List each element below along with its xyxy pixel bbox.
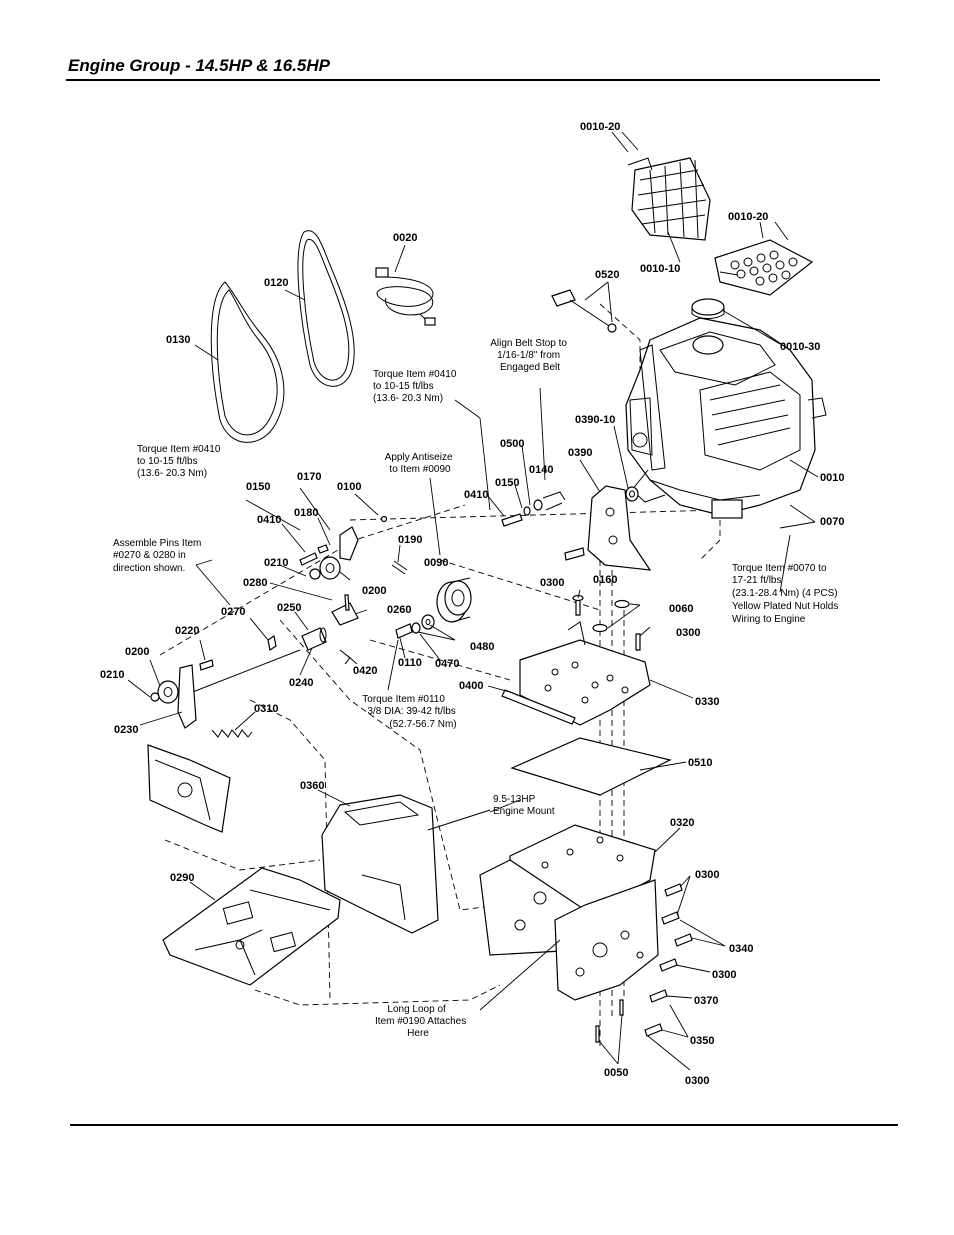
note-align-belt-stop: Align Belt Stop to 1/16-1/8" from Engage… <box>490 338 570 373</box>
note-torque-0070: Torque Item #0070 to 17-21 ft/lbs (23.1-… <box>732 563 841 625</box>
engine-mount-0320 <box>479 824 659 1001</box>
callout: 0370 <box>694 995 718 1007</box>
callout: 0090 <box>424 557 448 569</box>
callout: 0010-20 <box>580 121 620 133</box>
callout: 0510 <box>688 757 712 769</box>
pulley-0090 <box>436 577 472 623</box>
pins-and-bushings <box>301 594 435 665</box>
note-engine-mount: 9.5-13HP Engine Mount <box>493 794 555 817</box>
callout: 0260 <box>387 604 411 616</box>
assembly-notes: Align Belt Stop to 1/16-1/8" from Engage… <box>113 338 841 1039</box>
note-antiseize: Apply Antiseize to Item #0090 <box>385 452 456 475</box>
note-assemble-pins: Assemble Pins Item #0270 & 0280 in direc… <box>113 538 204 574</box>
callout: 0300 <box>676 627 700 639</box>
callout: 0010 <box>820 472 844 484</box>
callout: 0230 <box>114 724 138 736</box>
side-bolts <box>595 883 693 1043</box>
callout: 0240 <box>289 677 313 689</box>
callout: 0290 <box>170 872 194 884</box>
callout: 0300 <box>712 969 736 981</box>
callout: 0250 <box>277 602 301 614</box>
callout: 0200 <box>125 646 149 658</box>
idler-arm-assembly <box>299 515 408 580</box>
note-torque-0410-lower: Torque Item #0410 to 10-15 ft/lbs (13.6-… <box>137 444 223 479</box>
callout: 0130 <box>166 334 190 346</box>
callout: 0200 <box>362 585 386 597</box>
gasket-0510 <box>510 737 672 796</box>
note-torque-0410-upper: Torque Item #0410 to 10-15 ft/lbs (13.6-… <box>373 369 459 404</box>
callout: 0390 <box>568 447 592 459</box>
part-callouts: 0010-20 0010-20 0010-10 0010-30 0020 012… <box>100 121 844 1087</box>
callout: 0500 <box>500 438 524 450</box>
rod-0400 <box>501 689 576 725</box>
heat-shield-plate <box>714 239 814 296</box>
callout: 0050 <box>604 1067 628 1079</box>
callout: 0270 <box>221 606 245 618</box>
callout: 0070 <box>820 516 844 528</box>
callout: 0300 <box>540 577 564 589</box>
callout: 0110 <box>398 657 422 669</box>
callout: 0310 <box>254 703 278 715</box>
callout: 0340 <box>729 943 753 955</box>
header-rule <box>66 79 880 81</box>
callout: 0300 <box>695 869 719 881</box>
callout: 0410 <box>464 489 488 501</box>
belt-cover-0360 <box>321 794 491 934</box>
callout: 0350 <box>690 1035 714 1047</box>
callout: 0520 <box>595 269 619 281</box>
callout: 0180 <box>294 507 318 519</box>
note-torque-0110: Torque Item #0110 3/8 DIA: 39-42 ft/lbs … <box>362 694 458 730</box>
callout: 0400 <box>459 680 483 692</box>
callout: 0210 <box>264 557 288 569</box>
washer-0390-10 <box>625 486 639 502</box>
callout: 0120 <box>264 277 288 289</box>
callout: 0210 <box>100 669 124 681</box>
callout: 0300 <box>685 1075 709 1087</box>
footer-rule <box>70 1124 898 1126</box>
callout: 0010-30 <box>780 341 820 353</box>
callout: 0220 <box>175 625 199 637</box>
callout: 0390-10 <box>575 414 615 426</box>
callout: 0190 <box>398 534 422 546</box>
leader-lines <box>127 131 819 1071</box>
bracket-lower-left <box>147 744 231 833</box>
bracket-0390 <box>587 485 652 571</box>
primer-0520 <box>551 289 617 333</box>
spring-0310 <box>211 729 253 738</box>
callout: 0010-20 <box>728 211 768 223</box>
callout: 0170 <box>297 471 321 483</box>
shield-holes <box>730 250 798 286</box>
callout: 0150 <box>495 477 519 489</box>
callout: 0480 <box>470 641 494 653</box>
callout: 0420 <box>353 665 377 677</box>
callout: 0330 <box>695 696 719 708</box>
callout: 0360 <box>300 780 324 792</box>
note-long-loop: Long Loop of Item #0190 Attaches Here <box>375 1004 469 1039</box>
callout: 0020 <box>393 232 417 244</box>
callout: 0160 <box>593 574 617 586</box>
hardware-0150-0500-0140 <box>501 491 585 561</box>
fuel-cap-0010-30 <box>691 298 725 319</box>
belt-0130 <box>210 281 285 443</box>
callout: 0410 <box>257 514 281 526</box>
engine-0010 <box>625 317 827 519</box>
belt-0120 <box>297 230 355 387</box>
page-title: Engine Group - 14.5HP & 16.5HP <box>68 56 330 75</box>
muffler-guard-0010-10 <box>627 157 711 241</box>
callout: 0150 <box>246 481 270 493</box>
callout: 0140 <box>529 464 553 476</box>
callout: 0320 <box>670 817 694 829</box>
callout: 0100 <box>337 481 361 493</box>
callout: 0470 <box>435 658 459 670</box>
power-cord-0020 <box>375 267 436 326</box>
shaft-0270 <box>184 635 301 696</box>
callout: 0060 <box>669 603 693 615</box>
callout: 0010-10 <box>640 263 680 275</box>
arm-0230 <box>150 659 214 729</box>
base-pan-0290 <box>162 867 341 986</box>
callout: 0280 <box>243 577 267 589</box>
